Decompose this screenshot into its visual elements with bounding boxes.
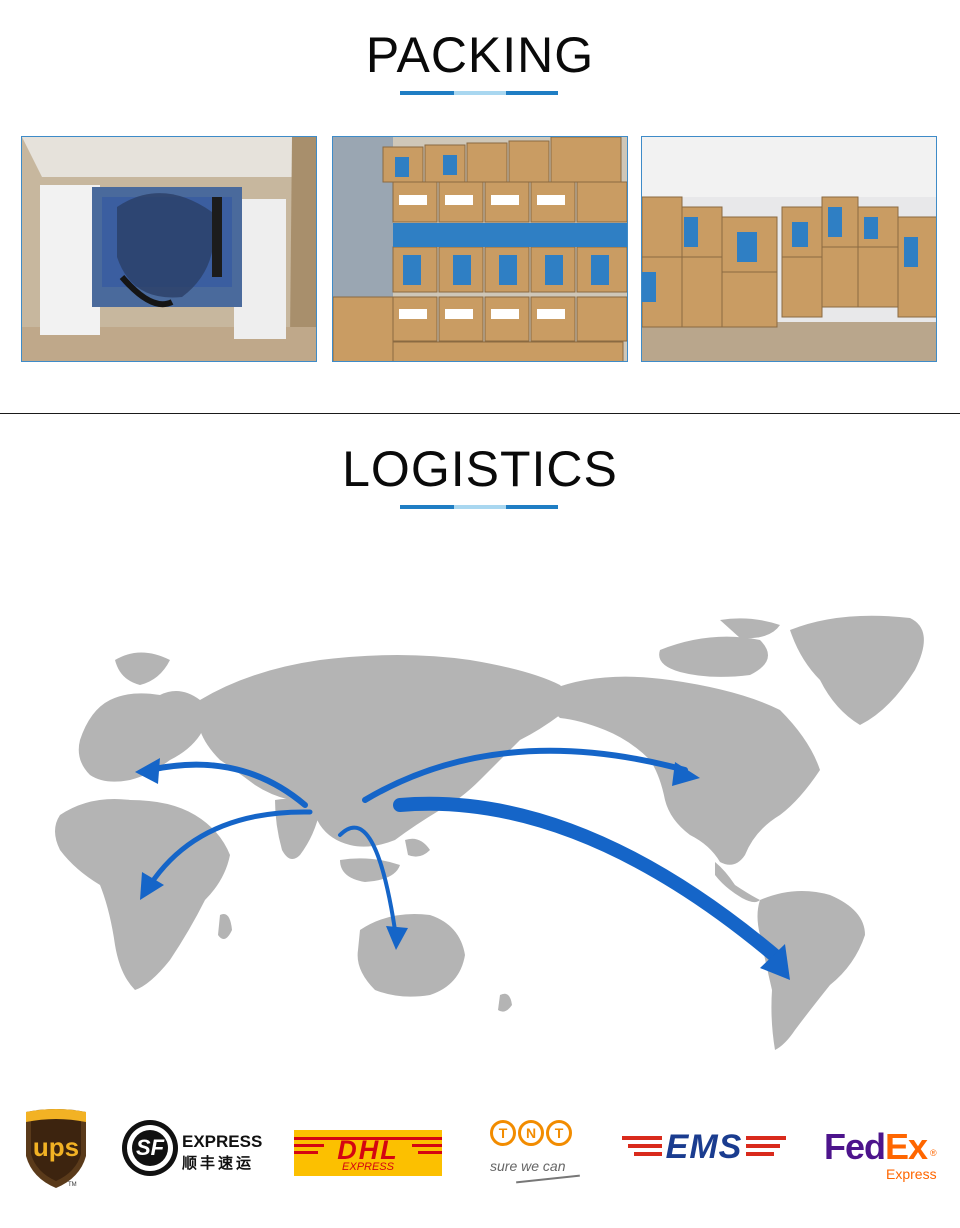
ems-mark: EMS [665, 1128, 743, 1166]
route-north-america [362, 747, 688, 803]
packing-title: PACKING [365, 27, 595, 83]
logistics-title-underline [400, 505, 558, 509]
section-divider [0, 413, 960, 414]
logistics-title: LOGISTICS [342, 441, 618, 497]
greenland-shape [790, 615, 924, 725]
tnt-letter-n: N [518, 1120, 544, 1146]
australia-shape [357, 914, 465, 997]
fedex-logo: FedEx ® Express [824, 1108, 944, 1188]
sf-express-text: EXPRESS [182, 1132, 263, 1151]
dhl-logo: DHL EXPRESS [294, 1108, 442, 1188]
ems-logo: EMS [622, 1108, 786, 1188]
fedex-express-text: Express [886, 1166, 937, 1182]
route-australia [338, 825, 397, 932]
ups-tm: TM [68, 1182, 77, 1188]
india-shape [275, 798, 320, 859]
tnt-logo: T N T sure we can [486, 1108, 586, 1188]
south-america-shape [757, 891, 865, 1050]
central-america-shape [715, 862, 760, 903]
route-south-america [393, 796, 787, 967]
fedex-registered-mark: ® [930, 1148, 937, 1158]
fedex-ex: Ex [885, 1126, 928, 1167]
sf-mark: SF [135, 1135, 165, 1160]
route-europe [147, 761, 308, 808]
europe-shape [78, 691, 205, 782]
sf-express-logo: SF EXPRESS 顺丰速运 [122, 1108, 262, 1188]
continents [55, 615, 924, 1050]
route-africa [147, 809, 313, 888]
ups-logo: ups TM [20, 1108, 92, 1188]
carton-stack-photo [332, 136, 628, 362]
ups-mark: ups [32, 1132, 80, 1162]
dhl-mark: DHL [337, 1135, 399, 1165]
sf-chinese-text: 顺丰速运 [182, 1155, 255, 1172]
route-arrowheads [135, 758, 790, 980]
fedex-fed: Fed [824, 1126, 886, 1167]
box-photo [21, 136, 317, 362]
tnt-tagline: sure we can [490, 1158, 566, 1174]
warehouse-photo [641, 136, 937, 362]
tnt-letter-t2: T [546, 1120, 572, 1146]
world-map [55, 615, 924, 1050]
tnt-letter-t1: T [490, 1120, 516, 1146]
asia-shape [197, 655, 568, 847]
routes [147, 747, 787, 967]
packing-title-underline [400, 91, 558, 95]
dhl-express-text: EXPRESS [342, 1161, 394, 1173]
